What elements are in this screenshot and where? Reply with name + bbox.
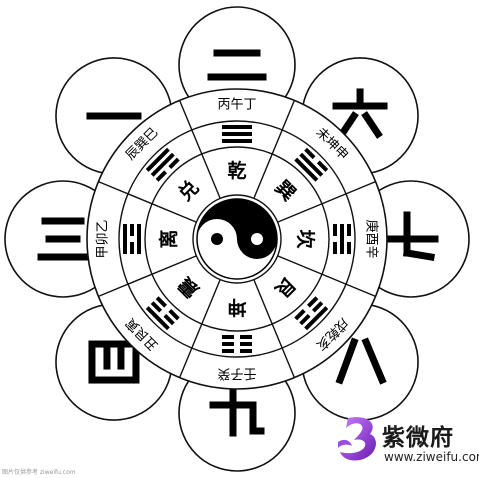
trigram-yang-bar <box>222 139 252 143</box>
sector-trigram-name: 离 <box>157 229 180 248</box>
numeral-stroke <box>361 111 383 139</box>
trigram-yin-bar <box>222 342 234 346</box>
sector-divider <box>98 255 197 298</box>
sector-divider <box>253 279 296 378</box>
taiji-dot-light <box>251 233 263 245</box>
inner-ring <box>144 146 330 332</box>
trigram-yin-bar <box>307 296 319 308</box>
trigram-lines-icon <box>294 147 329 182</box>
trigram-lines-icon <box>222 335 252 353</box>
trigram-yin-bar <box>168 157 180 169</box>
footer-note: 图片仅供参考 ziweifu.com <box>2 469 76 476</box>
sector-stems-branches: 壬子癸 <box>217 366 256 381</box>
trigram-yang-bar <box>123 224 127 254</box>
sector-divider <box>253 100 296 199</box>
numeral-stroke <box>335 337 359 385</box>
trigram-yin-bar <box>347 242 351 254</box>
trigram-lines-icon <box>145 147 180 182</box>
sector-kan: 庚酉辛 坎 <box>294 219 380 258</box>
trigram-yin-bar <box>333 224 337 236</box>
trigram-yin-bar <box>333 242 337 254</box>
trigram-yin-bar <box>150 301 163 313</box>
trigram-yin-bar <box>240 349 252 353</box>
trigram-yin-bar <box>240 335 252 339</box>
trigram-yin-bar <box>163 313 175 326</box>
taiji-dot-dark <box>211 233 223 245</box>
trigram-yang-bar <box>137 224 141 254</box>
trigram-lines-icon <box>145 296 180 331</box>
sector-trigram-name: 坤 <box>227 296 246 319</box>
sector-stems-branches: 丙午丁 <box>217 98 256 113</box>
trigram-yang-bar <box>299 152 324 177</box>
sector-divider <box>178 279 221 378</box>
trigram-yang-bar <box>222 132 252 136</box>
ziweifu-logo-icon <box>338 417 376 461</box>
trigram-yin-bar <box>304 147 316 160</box>
trigram-yin-bar <box>155 296 167 308</box>
trigram-yin-bar <box>222 335 234 339</box>
trigram-yin-bar <box>168 309 180 321</box>
sector-divider <box>98 180 197 223</box>
sector-divider <box>277 180 376 223</box>
trigram-yang-bar <box>145 306 170 331</box>
trigram-yin-bar <box>222 349 234 353</box>
trigram-yang-bar <box>222 125 252 129</box>
trigram-yin-bar <box>299 313 311 326</box>
middle-ring <box>118 120 356 358</box>
trigram-yin-bar <box>311 301 324 313</box>
trigram-yang-bar <box>304 306 329 331</box>
sector-stems-branches: 甲卯乙 <box>96 219 111 258</box>
trigram-lines-icon <box>294 296 329 331</box>
sector-divider <box>178 100 221 199</box>
watermark-logo: 紫微府 www.ziweifu.com <box>332 410 479 476</box>
trigram-yang-bar <box>340 224 344 254</box>
trigram-yin-bar <box>155 170 167 182</box>
trigram-yin-bar <box>347 224 351 236</box>
trigram-yin-bar <box>294 309 306 321</box>
trigram-yin-bar <box>130 242 134 254</box>
sector-divider <box>277 255 376 298</box>
sector-trigram-name: 乾 <box>227 159 246 182</box>
trigram-yin-bar <box>316 160 329 172</box>
taiji-yin-yang-icon <box>196 198 278 280</box>
watermark-brand: 紫微府 <box>382 425 454 451</box>
numeral-stroke <box>361 337 387 385</box>
trigram-yang-bar <box>145 147 170 172</box>
sector-li: 甲卯乙 离 <box>96 219 181 258</box>
numeral-stroke <box>337 111 359 139</box>
trigram-yin-bar <box>240 342 252 346</box>
numeral-stroke <box>402 248 436 262</box>
sector-trigram-name: 坎 <box>294 229 317 248</box>
trigram-lines-icon <box>123 224 141 254</box>
watermark-url: www.ziweifu.com <box>384 450 479 464</box>
core-ring <box>192 194 282 284</box>
trigram-yang-bar <box>294 157 319 182</box>
trigram-lines-icon <box>333 224 351 254</box>
sector-stems-branches: 庚酉辛 <box>364 219 380 258</box>
trigram-lines-icon <box>222 125 252 143</box>
numeral-stroke <box>88 340 140 384</box>
trigram-yang-bar <box>150 152 175 177</box>
trigram-yin-bar <box>130 224 134 236</box>
